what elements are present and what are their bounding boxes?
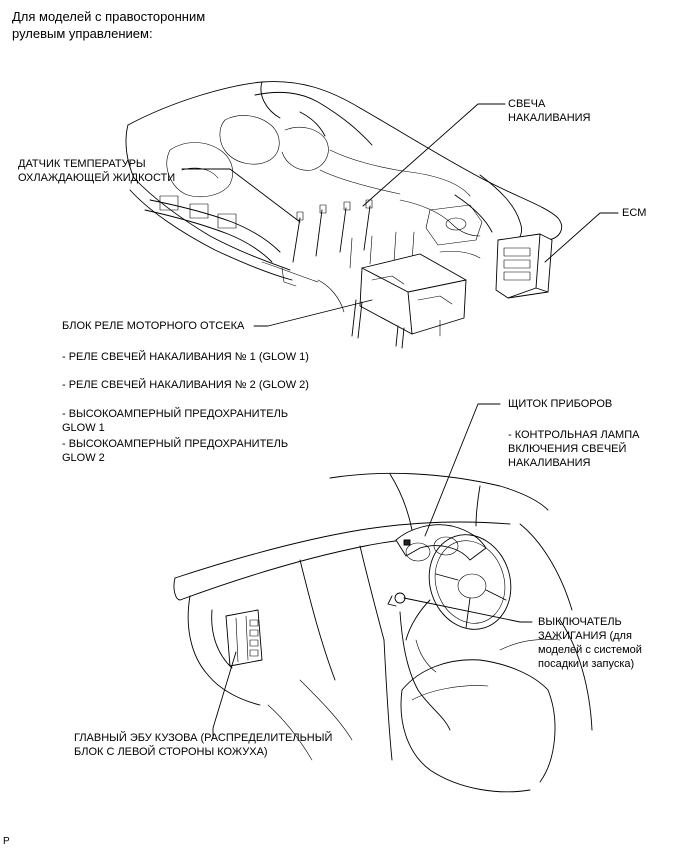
combination-meter-label: ЩИТОК ПРИБОРОВ xyxy=(508,398,613,410)
ignition-switch-label-line-1: ВЫКЛЮЧАТЕЛЬ xyxy=(538,616,622,628)
engine-compartment-drawing xyxy=(125,81,562,349)
engine-leader-lines xyxy=(181,103,619,327)
combination-meter-drawing xyxy=(395,524,487,562)
ecm-drawing xyxy=(495,233,553,299)
page-header: Для моделей с правосторонним рулевым упр… xyxy=(12,8,205,42)
glow-plug-label: СВЕЧА НАКАЛИВАНИЯ xyxy=(508,97,591,125)
body-ecu-label-line-2: БЛОК С ЛЕВОЙ СТОРОНЫ КОЖУХА) xyxy=(74,746,268,758)
interior-leader-lines xyxy=(212,403,533,739)
glow-indicator-label-line-1: - КОНТРОЛЬНАЯ ЛАМПА xyxy=(508,429,640,441)
steering-wheel-drawing xyxy=(428,534,512,630)
relay-glow2-label: - РЕЛЕ СВЕЧЕЙ НАКАЛИВАНИЯ № 2 (GLOW 2) xyxy=(62,379,309,391)
coolant-sensor-label: ДАТЧИК ТЕМПЕРАТУРЫ ОХЛАЖДАЮЩЕЙ ЖИДКОСТИ xyxy=(18,157,175,185)
glow-plug-label-line-2: НАКАЛИВАНИЯ xyxy=(508,112,591,124)
ignition-switch-label-line-2: ЗАЖИГАНИЯ (для xyxy=(538,630,632,642)
glow-indicator-label-line-3: НАКАЛИВАНИЯ xyxy=(508,457,591,469)
seat-drawing xyxy=(400,659,556,793)
glow-plug-group xyxy=(292,199,415,269)
relay-glow1-label: - РЕЛЕ СВЕЧЕЙ НАКАЛИВАНИЯ № 1 (GLOW 1) xyxy=(62,351,309,363)
fuse-glow1-label-line-2: GLOW 1 xyxy=(62,422,105,434)
glow-indicator-label: - КОНТРОЛЬНАЯ ЛАМПА ВКЛЮЧЕНИЯ СВЕЧЕЙ НАК… xyxy=(508,428,639,470)
glow-indicator-label-line-2: ВКЛЮЧЕНИЯ СВЕЧЕЙ xyxy=(508,443,627,455)
figure-code: P xyxy=(3,836,10,847)
fuse-glow1-label: - ВЫСОКОАМПЕРНЫЙ ПРЕДОХРАНИТЕЛЬ GLOW 1 xyxy=(62,407,288,435)
glow-plug-label-line-1: СВЕЧА xyxy=(508,98,546,110)
body-ecu-drawing xyxy=(225,609,263,667)
body-ecu-label-line-1: ГЛАВНЫЙ ЭБУ КУЗОВА (РАСПРЕДЕЛИТЕЛЬНЫЙ xyxy=(74,732,333,744)
ignition-switch-label-line-3: моделей с системой xyxy=(538,644,642,656)
fuse-glow2-label-line-2: GLOW 2 xyxy=(62,452,105,464)
body-ecu-label: ГЛАВНЫЙ ЭБУ КУЗОВА (РАСПРЕДЕЛИТЕЛЬНЫЙ БЛ… xyxy=(74,731,332,759)
fuse-glow1-label-line-1: - ВЫСОКОАМПЕРНЫЙ ПРЕДОХРАНИТЕЛЬ xyxy=(62,408,289,420)
header-line-1: Для моделей с правосторонним xyxy=(12,9,206,24)
header-line-2: рулевым управлением: xyxy=(12,26,153,41)
ignition-switch-label-line-4: посадки и запуска) xyxy=(538,658,635,670)
ecm-label: ECM xyxy=(622,207,647,219)
coolant-sensor-label-line-2: ОХЛАЖДАЮЩЕЙ ЖИДКОСТИ xyxy=(18,172,176,184)
relay-block-label: БЛОК РЕЛЕ МОТОРНОГО ОТСЕКА xyxy=(62,320,245,332)
fuse-glow2-label-line-1: - ВЫСОКОАМПЕРНЫЙ ПРЕДОХРАНИТЕЛЬ xyxy=(62,438,289,450)
relay-block-drawing xyxy=(351,253,467,349)
ignition-switch-label: ВЫКЛЮЧАТЕЛЬ ЗАЖИГАНИЯ (для моделей с сис… xyxy=(538,615,642,671)
fuse-glow2-label: - ВЫСОКОАМПЕРНЫЙ ПРЕДОХРАНИТЕЛЬ GLOW 2 xyxy=(62,437,288,465)
interior-drawing xyxy=(173,472,593,793)
coolant-sensor-label-line-1: ДАТЧИК ТЕМПЕРАТУРЫ xyxy=(18,158,146,170)
